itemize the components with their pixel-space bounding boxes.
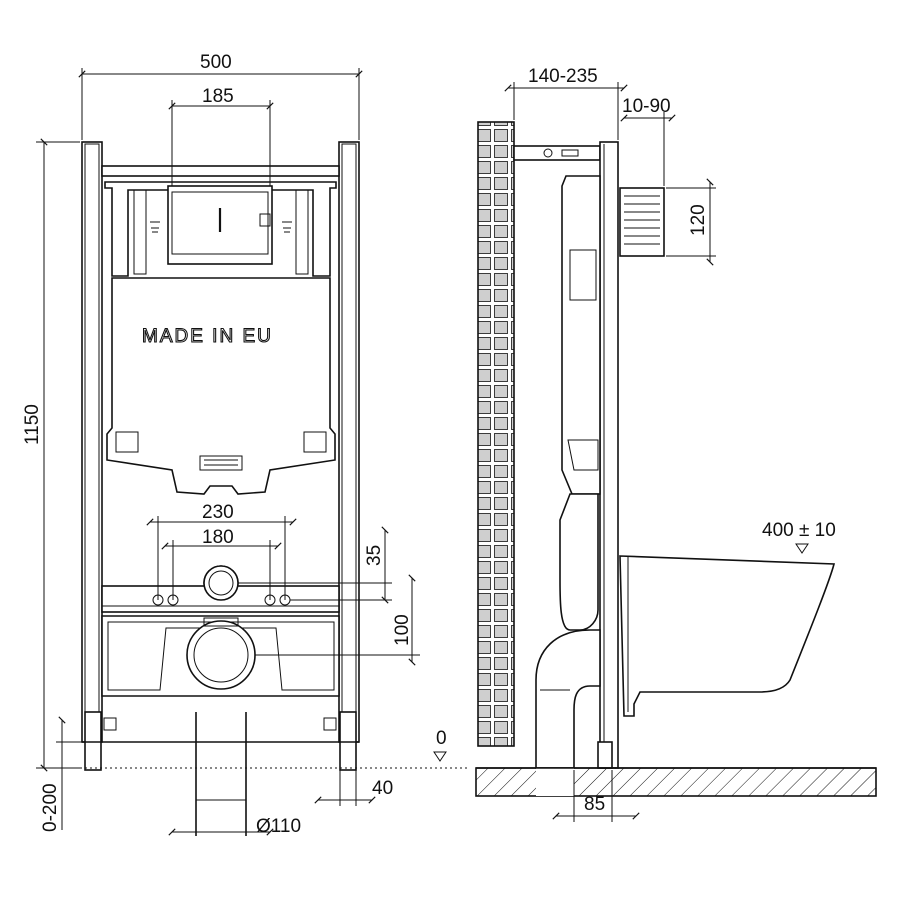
dim-inlet-outer: 230 (202, 502, 234, 523)
drain-outlet (186, 620, 256, 690)
front-view: MADE IN EU (60, 141, 470, 836)
made-in-eu-stamp: MADE IN EU (142, 326, 273, 347)
tiled-wall (477, 121, 515, 747)
drain-elbow (535, 629, 601, 769)
dim-button-width: 185 (202, 86, 234, 107)
flush-pipe-side (559, 493, 599, 631)
front-dimensions: 500 185 1150 0-200 230 180 35 100 (22, 52, 420, 837)
dim-button-height: 120 (688, 204, 709, 236)
side-frame-post (599, 141, 619, 769)
dim-leg-adjust: 0-200 (40, 783, 61, 832)
dim-drain-diameter: Ø110 (256, 816, 301, 837)
cistern-side (561, 175, 601, 495)
dim-bowl-height: 400 ± 10 (762, 520, 836, 541)
dim-leg-width: 40 (372, 778, 393, 799)
dim-inlet-offset: 35 (364, 545, 385, 566)
dim-height: 1150 (22, 404, 43, 445)
toilet-bowl (619, 555, 836, 717)
dim-panel-offset: 10-90 (622, 96, 671, 117)
cistern-tank (106, 277, 336, 495)
dim-inlet-inner: 180 (202, 527, 234, 548)
side-dimensions: 140-235 10-90 120 400 ± 10 0 85 (433, 66, 836, 822)
right-leg (339, 711, 357, 771)
cistern-top (104, 181, 337, 277)
left-leg (84, 711, 102, 771)
dim-overall-width: 500 (200, 52, 232, 73)
dim-wall-depth: 140-235 (528, 66, 598, 87)
dim-drain-depth: 85 (584, 794, 605, 815)
dim-drain-offset: 100 (392, 614, 413, 646)
bowl-level-marker (795, 543, 809, 554)
top-rail (101, 165, 340, 177)
floor-level-marker (433, 751, 447, 762)
flush-panel (619, 187, 665, 257)
dim-floor-level: 0 (436, 728, 447, 749)
side-view (475, 121, 877, 797)
